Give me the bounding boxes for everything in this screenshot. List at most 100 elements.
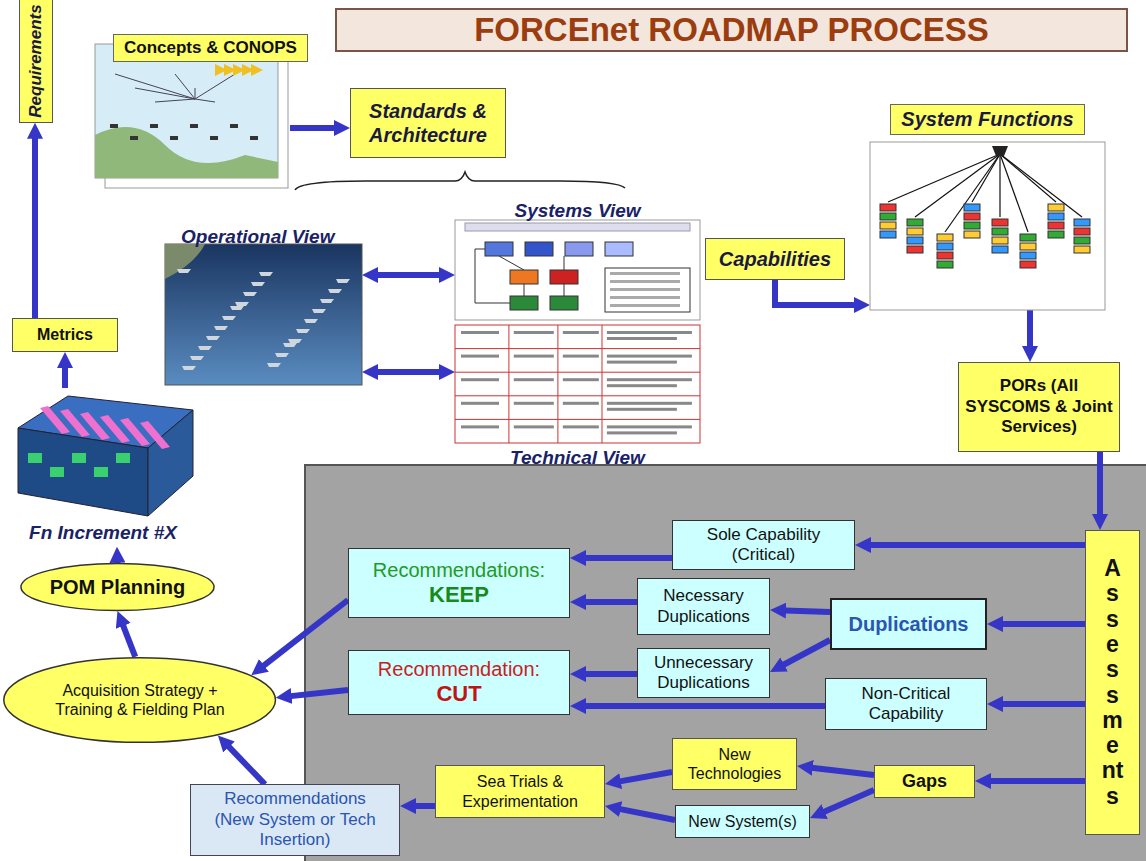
- illustration-rect: [964, 204, 980, 211]
- illustration-path: [182, 366, 196, 370]
- illustration-line: [195, 74, 235, 99]
- illustration-rect: [510, 296, 538, 310]
- illustration-rect: [1048, 222, 1064, 229]
- node-label: Sole Capability (Critical): [679, 525, 848, 566]
- illustration-rect: [455, 325, 700, 443]
- illustration-path: [328, 289, 342, 293]
- illustration-line: [455, 372, 700, 373]
- illustration-line: [115, 74, 195, 99]
- flow-arrow: [817, 790, 874, 815]
- node-label: Requirements: [26, 4, 46, 117]
- node-label: Recommendations:: [373, 559, 545, 582]
- illustration-rect: [605, 242, 633, 256]
- flow-arrow: [578, 671, 637, 677]
- illustration-rect: [907, 237, 923, 244]
- illustration-g: [18, 396, 193, 516]
- illustration-rect: [607, 384, 677, 387]
- illustration-rect: [607, 361, 677, 364]
- illustration-rect: [907, 246, 923, 253]
- flow-arrow: [805, 767, 874, 775]
- metrics-box: Metrics: [12, 318, 118, 352]
- illustration-path: [243, 292, 257, 296]
- flow-arrow: [863, 542, 1085, 548]
- illustration-rect: [250, 136, 258, 140]
- illustration-rect: [880, 213, 896, 220]
- process-box: New System(s): [675, 805, 810, 838]
- illustration-path: [140, 421, 170, 449]
- process-box: Unnecessary Duplications: [637, 648, 770, 699]
- ellipse-outline: [4, 658, 276, 743]
- flow-arrow: [32, 131, 38, 318]
- illustration-rect: [607, 337, 677, 340]
- illustration-line: [602, 325, 603, 443]
- illustration-rect: [525, 242, 553, 256]
- illustration-line: [557, 325, 558, 443]
- illustration-rect: [607, 408, 677, 411]
- illustration-rect: [1074, 228, 1090, 235]
- illustration-path: [296, 329, 310, 333]
- node-sublabel: CUT: [436, 681, 481, 707]
- illustration-path: [992, 146, 1008, 156]
- illustration-rect: [907, 219, 923, 226]
- illustration-path: [336, 279, 350, 283]
- capabilities-box: Capabilities: [705, 238, 845, 280]
- system-functions: System Functions: [870, 100, 1105, 310]
- process-ellipse: POM Planning: [19, 562, 216, 612]
- illustration-line: [508, 325, 509, 443]
- flow-arrow: [613, 772, 672, 783]
- illustration: [95, 44, 290, 190]
- illustration-rect: [461, 378, 499, 381]
- illustration-rect: [1048, 213, 1064, 220]
- node-sublabel: KEEP: [429, 582, 489, 608]
- por-box: PORs (All SYSCOMS & Joint Services): [958, 362, 1120, 452]
- illustration-rect: [461, 331, 499, 334]
- illustration-path: [259, 272, 273, 276]
- illustration-rect: [937, 234, 953, 241]
- illustration-rect: [1020, 243, 1036, 250]
- illustration-rect: [563, 402, 599, 405]
- illustration-rect: [1074, 237, 1090, 244]
- illustration-path: [230, 306, 244, 310]
- illustration-line: [972, 154, 1000, 202]
- node-label: Necessary Duplications: [644, 586, 763, 627]
- process-ellipse: Acquisition Strategy + Training & Fieldi…: [1, 655, 278, 745]
- illustration-rect: [964, 222, 980, 229]
- illustration-rect: [94, 467, 108, 477]
- standards-box: Standards & Architecture: [350, 88, 506, 158]
- node-label: Gaps: [902, 771, 947, 792]
- illustration-rect: [610, 272, 680, 275]
- illustration-g: [870, 142, 1105, 310]
- node-label: Fn Increment #X: [29, 522, 177, 544]
- illustration-rect: [514, 331, 554, 334]
- flow-arrow: [258, 600, 348, 670]
- illustration-rect: [485, 242, 513, 256]
- flow-arrow: [578, 599, 637, 605]
- illustration-line: [155, 99, 195, 102]
- node-label: Assessments: [1101, 556, 1124, 809]
- node-label: Metrics: [37, 326, 93, 344]
- process-box: Duplications: [830, 598, 987, 650]
- flow-arrow: [775, 280, 862, 305]
- illustration-rect: [610, 288, 680, 291]
- illustration-path: [304, 319, 318, 323]
- recommendation-box: Recommendations (New System or Tech Inse…: [190, 784, 400, 855]
- illustration-line: [1000, 154, 1082, 217]
- illustration-rect: [563, 355, 599, 358]
- illustration-path: [251, 64, 263, 76]
- illustration-rect: [230, 124, 238, 128]
- illustration-rect: [165, 244, 362, 385]
- flow-arrow: [114, 555, 120, 563]
- illustration-line: [195, 99, 215, 102]
- illustration-line: [135, 88, 195, 99]
- bracket: [295, 172, 625, 190]
- requirements-box: Requirements: [19, 0, 53, 123]
- illustration-rect: [964, 213, 980, 220]
- flow-arrow: [777, 640, 830, 668]
- increment-figure: Fn Increment #X: [8, 388, 198, 548]
- illustration-rect: [610, 296, 680, 299]
- illustration-rect: [210, 136, 218, 140]
- illustration-rect: [607, 355, 692, 358]
- illustration-rect: [992, 237, 1008, 244]
